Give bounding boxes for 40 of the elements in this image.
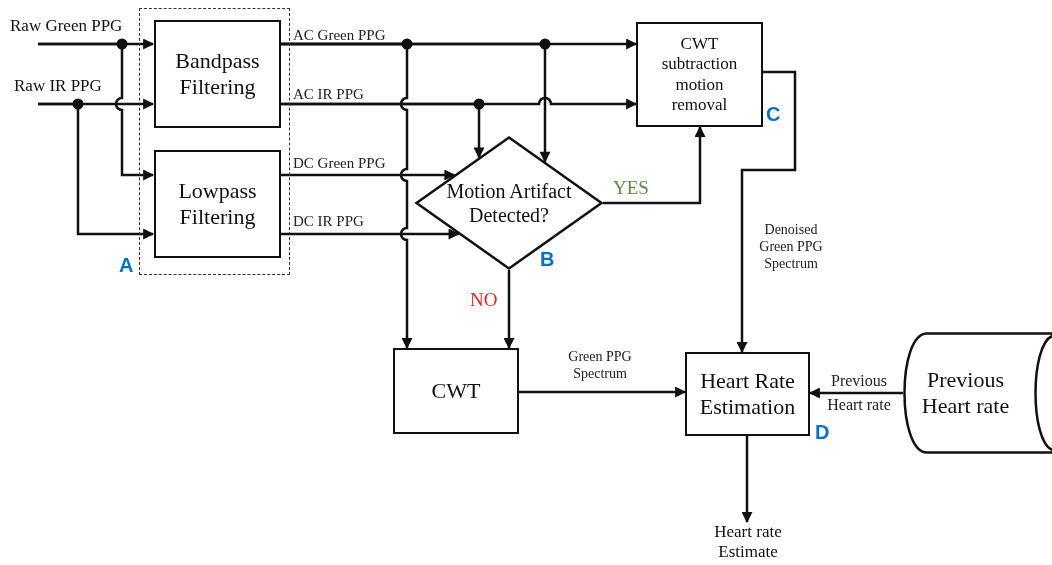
process-box: [154, 20, 281, 128]
arrow: [741, 436, 753, 524]
arrow: [280, 42, 413, 350]
node-text: CWT subtraction motion removal: [660, 33, 739, 116]
arrow: [280, 228, 460, 240]
output-label: Heart rate Estimate: [713, 522, 783, 563]
panel-letter: B: [540, 248, 555, 271]
node-text: Motion Artifact Detected?: [445, 179, 573, 227]
panel-letter: C: [766, 103, 781, 126]
arrow: [503, 270, 515, 350]
signal-label: Raw IR PPG: [14, 76, 103, 97]
arrow: [603, 125, 706, 205]
edge-label: Green PPG Spectrum: [567, 349, 633, 383]
node-text: Previous Heart rate: [920, 366, 1011, 420]
edge-label: AC Green PPG: [293, 26, 387, 44]
edge-label: DC Green PPG: [293, 154, 387, 172]
edge-label: AC IR PPG: [293, 85, 365, 103]
edge-label: Previous Heart rate: [826, 371, 892, 415]
arrow: [38, 42, 155, 181]
edge-label: DC IR PPG: [293, 212, 365, 230]
arrow: [280, 102, 485, 159]
arrow: [736, 70, 797, 354]
arrow: [519, 386, 687, 398]
signal-label: Raw Green PPG: [10, 16, 124, 37]
edge-label: YES: [613, 177, 650, 200]
node-text: Heart Rate Estimation: [698, 367, 797, 421]
edge-label: Denoised Green PPG Spectrum: [758, 222, 824, 273]
node-text: CWT: [431, 377, 481, 405]
edge-label: NO: [470, 289, 499, 312]
arrow: [280, 169, 456, 181]
node-text: Bandpass Filtering: [174, 47, 261, 101]
panel-letter: A: [119, 254, 134, 277]
dashed-group-frame: [139, 8, 290, 275]
arrow: [38, 102, 155, 240]
process-box: [636, 22, 763, 127]
process-box: [685, 352, 810, 436]
process-box: [154, 150, 281, 258]
process-box: [393, 348, 519, 434]
node-text: Lowpass Filtering: [177, 177, 258, 231]
panel-letter: D: [815, 421, 830, 444]
